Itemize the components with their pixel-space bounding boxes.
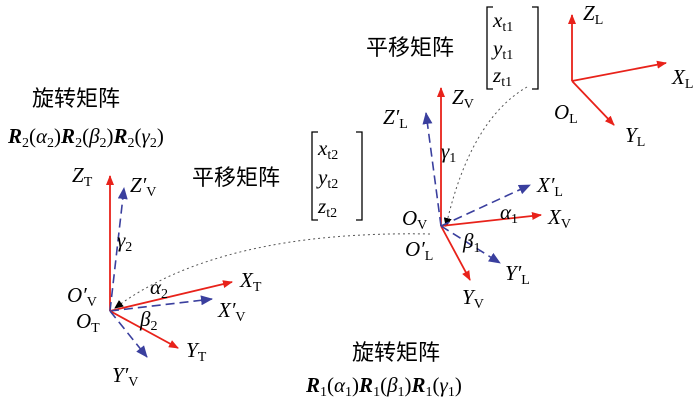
label-alpha1: α1 — [500, 200, 518, 227]
label-XV: XV — [547, 205, 571, 232]
axis-XV — [440, 212, 542, 227]
bracket-left-2 — [311, 131, 318, 221]
axis-YL — [571, 80, 615, 126]
axis-YV — [440, 225, 471, 281]
label-XT: XT — [239, 268, 262, 295]
rotation-label-2: 旋转矩阵 — [32, 87, 120, 112]
label-YpL: Y′L — [505, 261, 530, 288]
axis-YpL — [440, 225, 501, 264]
label-beta2: β2 — [139, 307, 157, 334]
label-OT: OT — [76, 309, 100, 336]
matrix1-row2: yt1 — [491, 36, 513, 63]
matrix2-row2: yt2 — [316, 165, 338, 192]
frame-V: ZV Z′L γ1 X′L α1 XV OV O′L β1 Y′L YV — [383, 85, 571, 312]
label-XpL: X′L — [536, 173, 563, 200]
label-OpL: O′L — [405, 237, 433, 264]
label-OV: OV — [402, 206, 427, 233]
label-YpV: Y′V — [112, 363, 138, 390]
bracket-right-2 — [356, 131, 363, 221]
label-OpV: O′V — [67, 283, 97, 310]
matrix2-row3: zt2 — [317, 194, 337, 221]
rotation-block-2: 旋转矩阵 R2(α2)R2(β2)R2(γ2) — [7, 87, 164, 151]
rotation-block-1: 旋转矩阵 R1(α1)R1(β1)R1(γ1) — [305, 341, 462, 400]
axis-XpV — [109, 295, 213, 312]
axis-ZpL — [422, 112, 442, 227]
rotation-label-1: 旋转矩阵 — [352, 341, 440, 366]
axis-XT — [109, 280, 233, 312]
matrix1-row3: zt1 — [492, 63, 512, 90]
label-XL: XL — [671, 65, 693, 92]
axis-XpL — [440, 184, 531, 227]
matrix1-row1: xt1 — [492, 8, 513, 35]
path-L-to-V — [443, 86, 528, 227]
label-OL: OL — [554, 100, 578, 127]
label-YT: YT — [186, 338, 207, 365]
label-YL: YL — [625, 123, 645, 150]
translation-label-2: 平移矩阵 — [192, 166, 280, 191]
translation-label-1: 平移矩阵 — [366, 36, 454, 61]
matrix2-row1: xt2 — [317, 136, 338, 163]
translation-matrix-1: 平移矩阵 xt1 yt1 zt1 — [366, 6, 539, 90]
axis-YT — [109, 310, 179, 349]
label-ZV: ZV — [452, 85, 474, 112]
bracket-right-1 — [532, 6, 539, 90]
label-ZpV: Z′V — [130, 173, 156, 200]
label-gamma1: γ1 — [441, 139, 456, 166]
formula-1: R1(α1)R1(β1)R1(γ1) — [305, 373, 462, 400]
formula-2: R2(α2)R2(β2)R2(γ2) — [7, 124, 164, 151]
label-beta1: β1 — [462, 229, 480, 256]
axis-XL — [571, 60, 667, 82]
axis-YpV — [109, 310, 148, 358]
label-ZpL: Z′L — [383, 105, 408, 132]
label-YV: YV — [462, 285, 484, 312]
label-alpha2: α2 — [150, 275, 168, 302]
label-ZT: ZT — [72, 163, 93, 190]
axis-ZpV — [109, 187, 128, 312]
bracket-left-1 — [486, 6, 493, 90]
label-ZL: ZL — [583, 1, 603, 28]
frame-L: ZL XL YL OL — [554, 1, 693, 150]
translation-matrix-2: 平移矩阵 xt2 yt2 zt2 — [192, 131, 363, 221]
label-XpV: X′V — [217, 298, 246, 325]
label-gamma2: γ2 — [117, 228, 132, 255]
frame-T: ZT Z′V γ2 α2 XT X′V O′V OT β2 YT Y′V — [67, 163, 262, 390]
